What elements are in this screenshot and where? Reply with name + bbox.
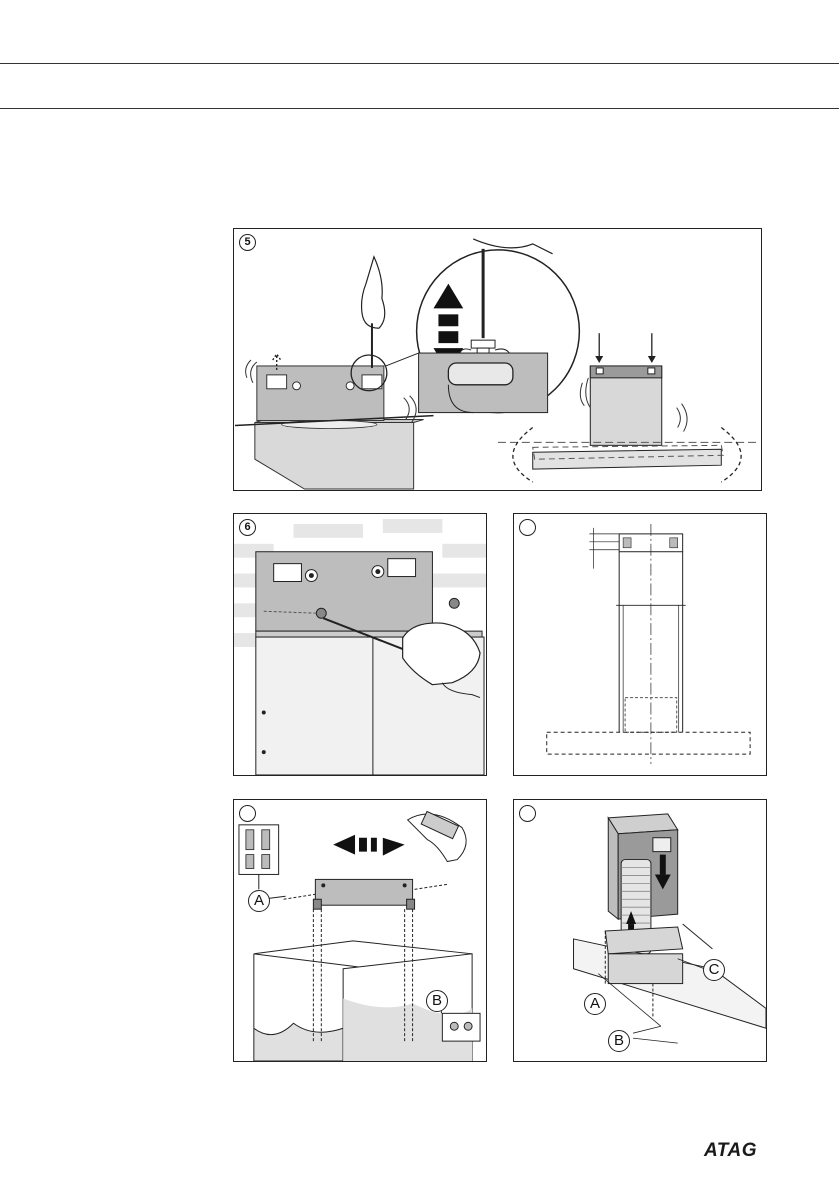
step-8-panel: A B (233, 799, 487, 1062)
step-5-illustration (234, 229, 761, 490)
callout-b: B (426, 990, 448, 1012)
step-number-badge (519, 519, 536, 536)
step-5-panel: 5 (233, 228, 762, 491)
step-8-illustration (234, 800, 486, 1061)
step-number-badge: 6 (239, 519, 256, 536)
step-7-panel (513, 513, 767, 776)
step-6-panel: 6 (233, 513, 487, 776)
callout-c: C (703, 959, 725, 981)
callout-a: A (248, 890, 270, 912)
step-number-badge: 5 (239, 234, 256, 251)
step-9-illustration (514, 800, 766, 1061)
brand-logo: ATAG (704, 1140, 757, 1162)
step-number-badge (519, 805, 536, 822)
header-rule (0, 108, 839, 109)
callout-a: A (584, 993, 606, 1015)
callout-b: B (608, 1030, 630, 1052)
step-7-illustration (514, 514, 766, 775)
step-9-panel: C A B (513, 799, 767, 1062)
top-rule (0, 63, 839, 64)
step-6-illustration (234, 514, 486, 775)
step-number-badge (239, 805, 256, 822)
